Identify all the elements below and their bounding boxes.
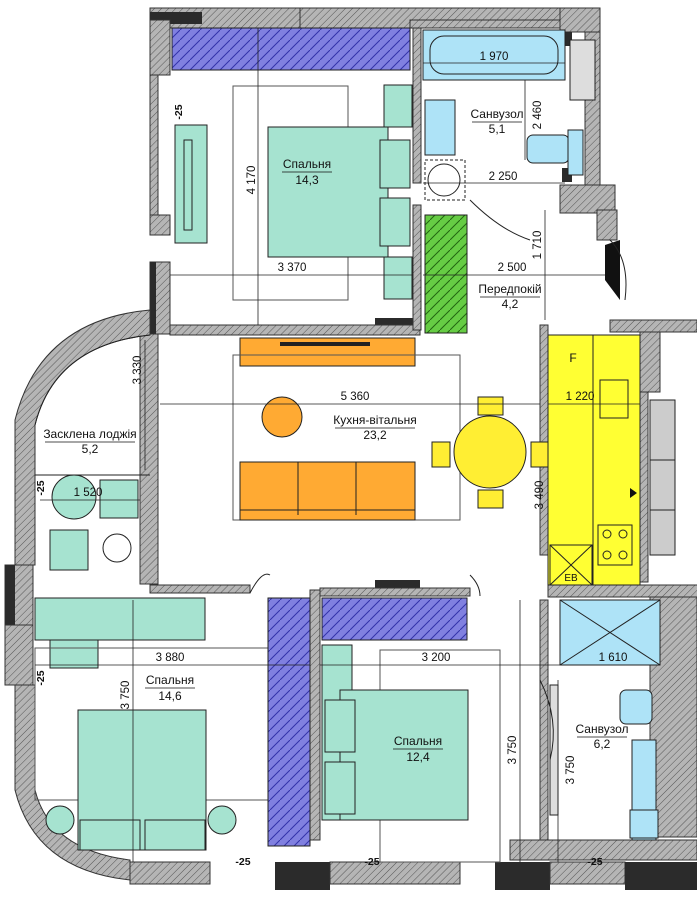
dim-kitchen-height: 3 490	[534, 481, 546, 510]
label-bedroom-mid-name: Спальня	[394, 734, 442, 748]
level-mark-bath-bottom: -25	[587, 856, 602, 868]
dining-table	[453, 415, 527, 489]
bathtub	[422, 29, 566, 81]
dim-hall-width: 2 500	[498, 262, 527, 274]
dimension-labels: 4 170 3 370 1 970 2 460 2 250 1 710 2 50…	[74, 51, 628, 784]
label-bedroom-top-name: Спальня	[283, 157, 331, 171]
level-mark-bedroom-mid: -25	[364, 856, 379, 868]
dim-bath-top-width2: 2 250	[489, 171, 518, 183]
label-bath-bottom-area: 6,2	[594, 737, 611, 751]
hallway	[424, 214, 620, 334]
level-mark-bedroom-left-side: -25	[35, 670, 47, 685]
dim-hall-height: 1 710	[532, 231, 544, 260]
level-mark-bedroom-top: -25	[173, 104, 185, 119]
bedroom-top	[171, 27, 413, 301]
label-loggia-area: 5,2	[82, 442, 99, 456]
sofa	[239, 461, 416, 521]
dim-bedroom-top-width: 3 370	[278, 262, 307, 274]
bathroom-top	[422, 29, 596, 201]
label-hallway-name: Передпокій	[478, 282, 541, 296]
label-bath-bottom-name: Санвузол	[576, 722, 629, 736]
coffee-table	[261, 396, 303, 438]
dim-bath-bottom-width: 1 610	[599, 652, 628, 664]
level-marks: -25 -25 -25 -25 -25 -25	[35, 104, 603, 868]
dim-bedroom-top-height: 4 170	[246, 166, 258, 195]
level-mark-bedroom-left: -25	[235, 856, 250, 868]
dim-bedroom-mid-width: 3 200	[422, 652, 451, 664]
label-loggia-name: Засклена лоджія	[43, 427, 136, 441]
dim-bedroom-mid-height: 3 750	[507, 736, 519, 765]
walls	[4, 7, 697, 890]
loggia	[35, 474, 150, 571]
kitchen-counter	[547, 334, 641, 586]
label-bath-top-name: Санвузол	[471, 107, 524, 121]
room-labels: Спальня 14,3 Санвузол 5,1 Передпокій 4,2…	[43, 107, 628, 764]
dim-bath-top-height: 2 460	[532, 101, 544, 130]
bed-top	[267, 126, 389, 258]
dim-bedroom-left-height: 3 750	[120, 681, 132, 710]
label-bedroom-left-name: Спальня	[146, 673, 194, 687]
dim-bath-bottom-height: 3 750	[565, 756, 577, 785]
dim-bedroom-left-width: 3 880	[156, 652, 185, 664]
wardrobe-left	[267, 597, 311, 847]
dimension-lines	[35, 28, 660, 862]
label-bedroom-mid-area: 12,4	[406, 750, 430, 764]
washbasin-top	[424, 99, 456, 156]
label-kitchen-area: 23,2	[363, 428, 387, 442]
label-kitchen-name: Кухня-вітальня	[333, 413, 417, 427]
fridge-label: F	[569, 351, 576, 365]
label-hallway-area: 4,2	[502, 297, 519, 311]
label-bath-top-area: 5,1	[489, 122, 506, 136]
label-bedroom-top-area: 14,3	[295, 173, 319, 187]
dim-kitchen-right: 1 220	[566, 391, 595, 403]
desk-left	[34, 597, 206, 641]
dim-bath-top-width: 1 970	[480, 51, 509, 63]
dim-loggia-width: 1 520	[74, 487, 103, 499]
wardrobe-mid	[321, 597, 468, 641]
dim-kitchen-width: 5 360	[341, 391, 370, 403]
desk-top	[174, 124, 208, 244]
dim-loggia-height: 3 330	[132, 356, 144, 385]
bathroom-bottom	[549, 599, 661, 841]
bedroom-mid	[321, 597, 501, 863]
bedroom-left	[34, 597, 311, 851]
boiler-label: EB	[564, 573, 578, 584]
wardrobe-top	[171, 27, 411, 71]
label-bedroom-left-area: 14,6	[158, 689, 182, 703]
bedroom-outer-wall	[14, 684, 131, 881]
doors	[249, 199, 627, 761]
kitchen-living	[232, 334, 676, 586]
level-mark-loggia: -25	[35, 480, 47, 495]
bed-mid	[339, 689, 469, 821]
shoe-rack	[424, 214, 468, 334]
